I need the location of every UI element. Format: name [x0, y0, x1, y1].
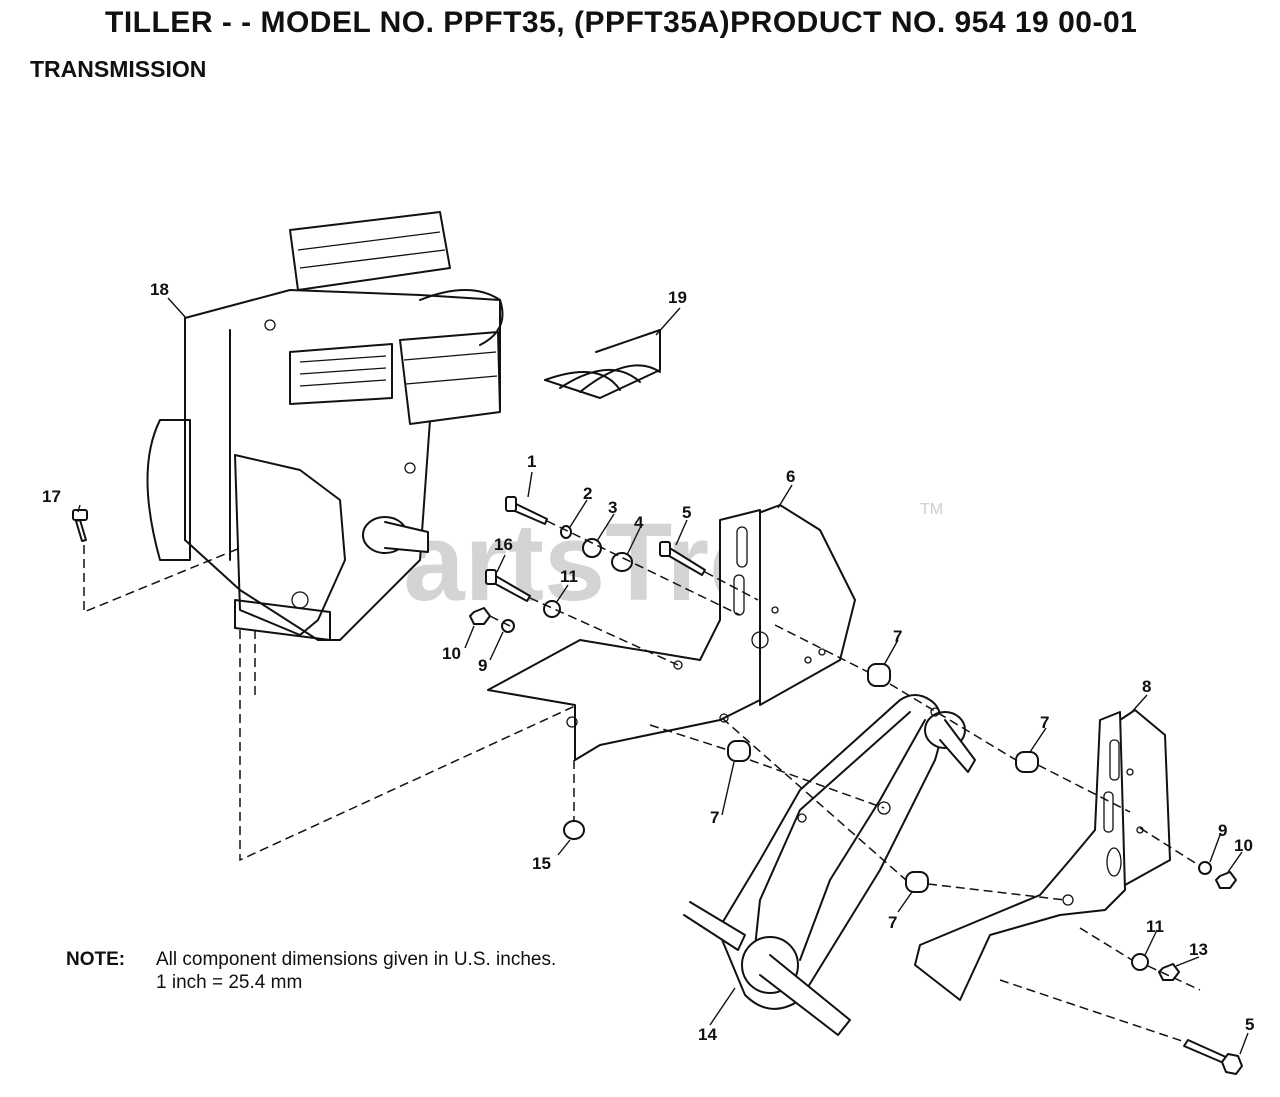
- callout-9-lower: 9: [1218, 821, 1227, 840]
- callout-6: 6: [786, 467, 795, 486]
- callout-15: 15: [532, 854, 551, 873]
- callout-7-b: 7: [1040, 713, 1049, 732]
- callout-10-lower: 10: [1234, 836, 1253, 855]
- callout-17: 17: [42, 487, 61, 506]
- heat-shield: [544, 329, 661, 399]
- page-title: TILLER - - MODEL NO. PPFT35, (PPFT35A)PR…: [105, 6, 1138, 39]
- mounting-bracket-left: [487, 504, 856, 761]
- fasteners: [72, 496, 1243, 1075]
- mounting-bracket-right: [914, 709, 1171, 1001]
- callout-4: 4: [634, 513, 644, 532]
- callout-19: 19: [668, 288, 687, 307]
- callout-16: 16: [494, 535, 513, 554]
- section-title: TRANSMISSION: [30, 56, 207, 82]
- callout-5-lower: 5: [1245, 1015, 1254, 1034]
- callout-18: 18: [150, 280, 169, 299]
- callout-10-upper: 10: [442, 644, 461, 663]
- callouts: 1 2 3 4 5 5 6 7 7 7 7 8 9 9 10 10 11 11 …: [42, 280, 1254, 1044]
- callout-8: 8: [1142, 677, 1151, 696]
- callout-9-upper: 9: [478, 656, 487, 675]
- callout-7-d: 7: [888, 913, 897, 932]
- callout-11-upper: 11: [560, 567, 578, 586]
- dimension-note: NOTE: All component dimensions given in …: [66, 949, 556, 993]
- callout-11-lower: 11: [1146, 917, 1164, 936]
- callout-5-upper: 5: [682, 503, 691, 522]
- callout-14: 14: [698, 1025, 717, 1044]
- note-label: NOTE:: [66, 949, 125, 970]
- transmission-housing: [683, 694, 976, 1036]
- callout-2: 2: [583, 484, 592, 503]
- callout-7-a: 7: [893, 627, 902, 646]
- callout-3: 3: [608, 498, 617, 517]
- callout-7-c: 7: [710, 808, 719, 827]
- callout-1: 1: [527, 452, 536, 471]
- watermark-tm: TM: [920, 501, 943, 518]
- callout-13: 13: [1189, 940, 1208, 959]
- engine: [146, 211, 504, 641]
- note-line-2: 1 inch = 25.4 mm: [156, 972, 302, 993]
- assembly-lines: [83, 520, 1201, 1043]
- leader-lines: [77, 297, 1249, 1055]
- note-line-1: All component dimensions given in U.S. i…: [156, 949, 556, 970]
